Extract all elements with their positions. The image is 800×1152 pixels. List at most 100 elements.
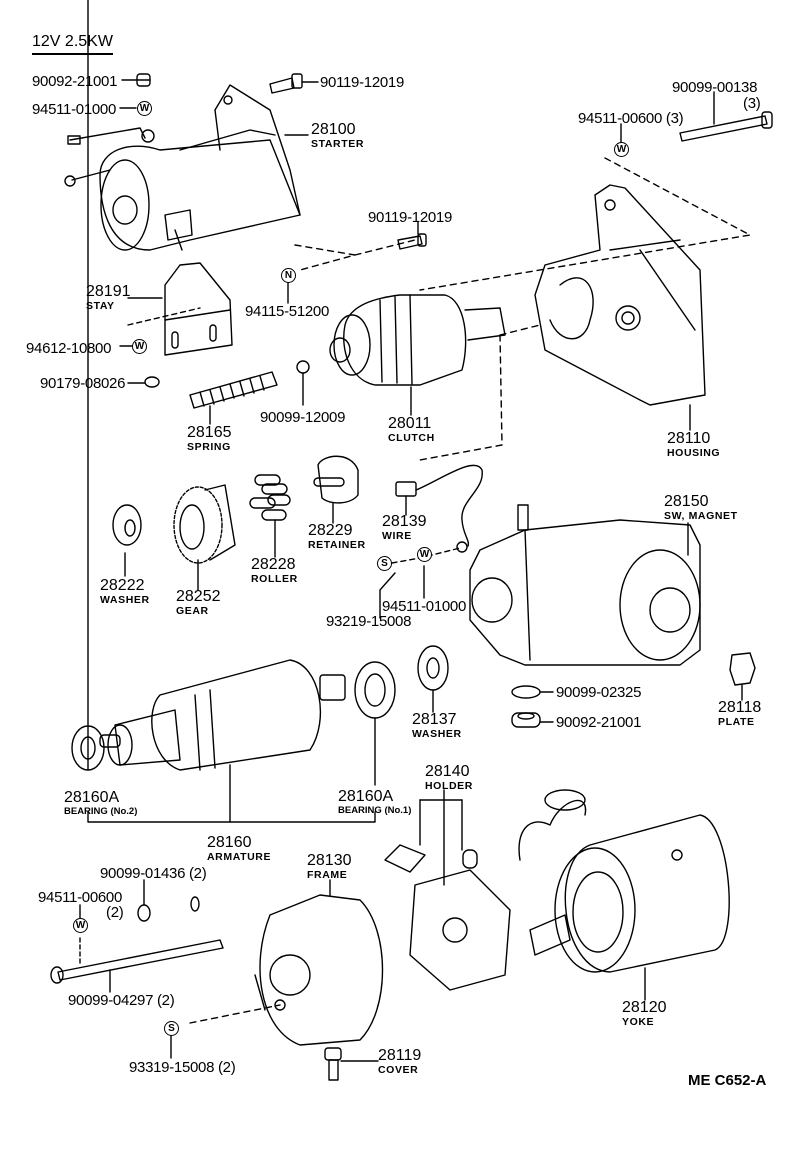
washer-icon xyxy=(138,905,150,921)
callout-28118-plate: 28118 PLATE xyxy=(718,700,761,728)
part-name: GEAR xyxy=(176,605,209,617)
washer-icon xyxy=(191,897,199,911)
callout-90099-00138: 90099-00138 xyxy=(672,79,758,96)
callout-28252-gear: 28252 GEAR xyxy=(176,589,221,617)
callout-93219-15008: 93219-15008 xyxy=(326,613,412,630)
part-number: 28140 xyxy=(425,763,470,780)
callout-94511-01000: 94511-01000 xyxy=(32,101,117,118)
part-number: 28160 xyxy=(207,834,252,851)
callout-28229-retainer: 28229 RETAINER xyxy=(308,523,366,551)
callout-94511-00600-qty: (2) xyxy=(106,904,124,921)
magnet-switch-drawing xyxy=(470,505,700,665)
part-name: WASHER xyxy=(100,594,150,606)
part-number: 28160A xyxy=(64,789,120,806)
long-bolt-icon xyxy=(680,92,772,141)
spring-drawing xyxy=(190,372,277,424)
callout-90099-12009: 90099-12009 xyxy=(260,409,346,426)
callout-90092-21001: 90092-21001 xyxy=(32,73,118,90)
diagram-title: 12V 2.5KW xyxy=(32,33,113,55)
through-bolt-drawing xyxy=(51,938,223,992)
part-number: 28222 xyxy=(100,577,145,594)
nut-icon xyxy=(137,74,150,86)
callout-90099-04297: 90099-04297 (2) xyxy=(68,992,175,1009)
part-number: 28011 xyxy=(388,415,432,432)
callout-90099-00138-qty: (3) xyxy=(743,95,761,112)
callout-94511-01000-mid: 94511-01000 xyxy=(382,598,467,615)
part-number: 28252 xyxy=(176,588,221,605)
ball-icon xyxy=(297,361,309,373)
clutch-drawing xyxy=(330,295,505,415)
callout-28228-roller: 28228 ROLLER xyxy=(251,557,298,585)
callout-28165-spring: 28165 SPRING xyxy=(187,425,232,453)
part-number: 28165 xyxy=(187,424,232,441)
nut-90092-21001-icon xyxy=(512,713,553,727)
cover-screw-28119-drawing xyxy=(325,1048,378,1080)
part-name: HOUSING xyxy=(667,447,721,459)
part-number: 28229 xyxy=(308,522,353,539)
part-number: 28120 xyxy=(622,999,667,1016)
part-number: 28110 xyxy=(667,430,711,447)
assembly-dashed-line xyxy=(500,325,540,335)
part-name: SPRING xyxy=(187,441,231,453)
callout-90099-02325: 90099-02325 xyxy=(556,684,642,701)
part-name: SW, MAGNET xyxy=(664,510,738,522)
assembly-dashed-line xyxy=(355,240,415,255)
bolt-90119-icon xyxy=(270,74,318,93)
part-number: 28137 xyxy=(412,711,457,728)
nut-90099-02325-icon xyxy=(512,686,553,698)
part-number: 28100 xyxy=(311,121,356,138)
part-name: RETAINER xyxy=(308,539,366,551)
part-number: 28150 xyxy=(664,493,709,510)
part-name: ARMATURE xyxy=(207,851,272,863)
roller-28228-drawing xyxy=(250,475,290,557)
part-number: 28130 xyxy=(307,852,352,869)
callout-28160a-bearing-no1: 28160A BEARING (No.1) xyxy=(338,789,411,816)
part-name: WASHER xyxy=(412,728,462,740)
part-number: 28139 xyxy=(382,513,427,530)
callout-28150-sw-magnet: 28150 SW, MAGNET xyxy=(664,494,738,522)
w-washer-symbol: W xyxy=(417,547,432,562)
part-name: YOKE xyxy=(622,1016,655,1028)
callout-28130-frame: 28130 FRAME xyxy=(307,853,352,881)
assembly-dashed-line xyxy=(295,245,355,270)
callout-94511-00600-3: 94511-00600 (3) xyxy=(578,110,684,127)
callout-93319-15008: 93319-15008 (2) xyxy=(129,1059,236,1076)
starter-assembly-drawing xyxy=(65,85,300,250)
part-name: FRAME xyxy=(307,869,348,881)
s-symbol: S xyxy=(377,556,392,571)
part-name: STARTER xyxy=(311,138,365,150)
callout-28222-washer: 28222 WASHER xyxy=(100,578,150,606)
part-name: CLUTCH xyxy=(388,432,435,444)
brush-holder-drawing xyxy=(385,790,510,990)
part-name: WIRE xyxy=(382,530,412,542)
callout-94612-10800: 94612-10800 xyxy=(26,340,112,357)
wire-28139-drawing xyxy=(396,465,482,552)
w-washer-symbol: W xyxy=(137,101,152,116)
drawing-code: ME C652-A xyxy=(688,1072,767,1089)
callout-28191-stay: 28191 STAY xyxy=(86,284,131,312)
callout-90179-08026: 90179-08026 xyxy=(40,375,126,392)
armature-drawing xyxy=(100,660,345,822)
assembly-dashed-line xyxy=(190,1005,280,1023)
housing-drawing xyxy=(535,185,705,430)
w-washer-symbol: W xyxy=(614,142,629,157)
callout-28140-holder: 28140 HOLDER xyxy=(425,764,473,792)
part-name: PLATE xyxy=(718,716,755,728)
part-number: 28119 xyxy=(378,1047,422,1064)
callout-28119-cover: 28119 COVER xyxy=(378,1048,421,1076)
callout-28137-washer: 28137 WASHER xyxy=(412,712,462,740)
callout-90119-12019: 90119-12019 xyxy=(320,74,405,91)
part-number: 28160A xyxy=(338,788,394,805)
s-symbol: S xyxy=(164,1021,179,1036)
part-name: HOLDER xyxy=(425,780,473,792)
part-name: BEARING (No.1) xyxy=(338,805,412,816)
washer-28137-drawing xyxy=(418,646,448,712)
retainer-28229-drawing xyxy=(314,456,358,523)
part-number: 28118 xyxy=(718,699,762,716)
callout-94115-51200: 94115-51200 xyxy=(245,303,330,320)
w-washer-symbol: W xyxy=(73,918,88,933)
part-name: COVER xyxy=(378,1064,419,1076)
callout-90119-12019-mid: 90119-12019 xyxy=(368,209,453,226)
part-name: ROLLER xyxy=(251,573,298,585)
